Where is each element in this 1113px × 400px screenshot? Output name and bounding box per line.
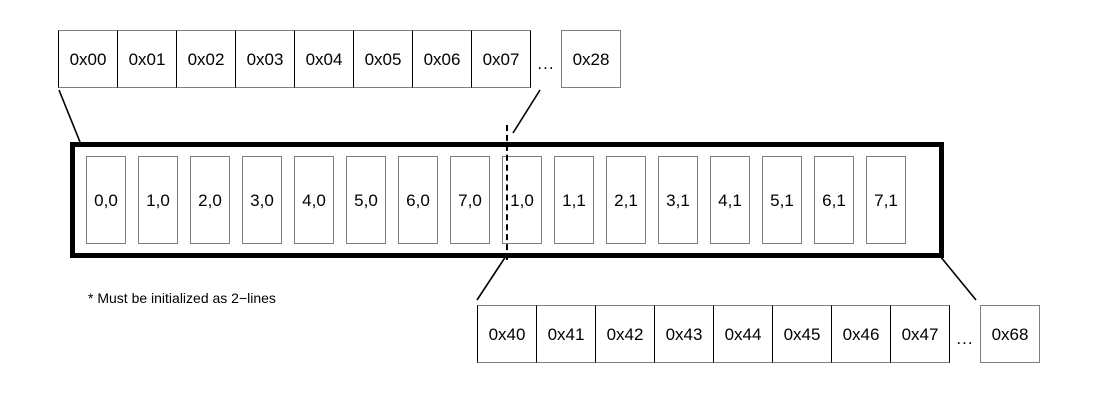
address-cell: 0x00: [58, 30, 118, 88]
cache-slot: 3,0: [242, 156, 282, 244]
cache-line-slots: 0,0 1,0 2,0 3,0 4,0 5,0 6,0 7,0 1,0 1,1 …: [86, 156, 906, 244]
bottom-address-strip: 0x40 0x41 0x42 0x43 0x44 0x45 0x46 0x47 …: [477, 305, 1040, 363]
address-cell: 0x47: [890, 305, 950, 363]
cache-slot: 1,0: [502, 156, 542, 244]
top-address-strip: 0x00 0x01 0x02 0x03 0x04 0x05 0x06 0x07 …: [58, 30, 621, 88]
address-cell: 0x40: [477, 305, 537, 363]
address-cell: 0x07: [471, 30, 531, 88]
address-cell: 0x46: [831, 305, 891, 363]
connector-bottom-right-line: [939, 255, 977, 301]
cache-slot: 5,0: [346, 156, 386, 244]
address-cell: 0x43: [654, 305, 714, 363]
cache-slot: 0,0: [86, 156, 126, 244]
address-cell: 0x01: [117, 30, 177, 88]
connector-top-right-line: [512, 89, 541, 134]
address-cell: 0x44: [713, 305, 773, 363]
line-split-divider: [506, 125, 508, 260]
cache-slot: 1,1: [554, 156, 594, 244]
address-cell: 0x05: [353, 30, 413, 88]
cache-slot: 6,0: [398, 156, 438, 244]
address-cell-detached: 0x68: [980, 305, 1040, 363]
connector-top-left-line: [58, 89, 81, 143]
cache-slot: 3,1: [658, 156, 698, 244]
cache-slot: 6,1: [814, 156, 854, 244]
bottom-row-ellipsis: ...: [956, 329, 974, 348]
top-row-ellipsis: ...: [537, 54, 555, 73]
cache-slot: 2,1: [606, 156, 646, 244]
cache-slot: 7,0: [450, 156, 490, 244]
cache-slot: 2,0: [190, 156, 230, 244]
address-cell: 0x04: [294, 30, 354, 88]
address-cell: 0x42: [595, 305, 655, 363]
cache-slot: 1,0: [138, 156, 178, 244]
address-cell: 0x02: [176, 30, 236, 88]
footnote-text: * Must be initialized as 2−lines: [88, 290, 276, 306]
address-cell: 0x45: [772, 305, 832, 363]
address-cell: 0x03: [235, 30, 295, 88]
address-cell: 0x41: [536, 305, 596, 363]
cache-slot: 4,1: [710, 156, 750, 244]
cache-slot: 4,0: [294, 156, 334, 244]
address-cell: 0x06: [412, 30, 472, 88]
cache-slot: 7,1: [866, 156, 906, 244]
connector-bottom-left-line: [476, 255, 507, 301]
address-cell-detached: 0x28: [561, 30, 621, 88]
cache-slot: 5,1: [762, 156, 802, 244]
